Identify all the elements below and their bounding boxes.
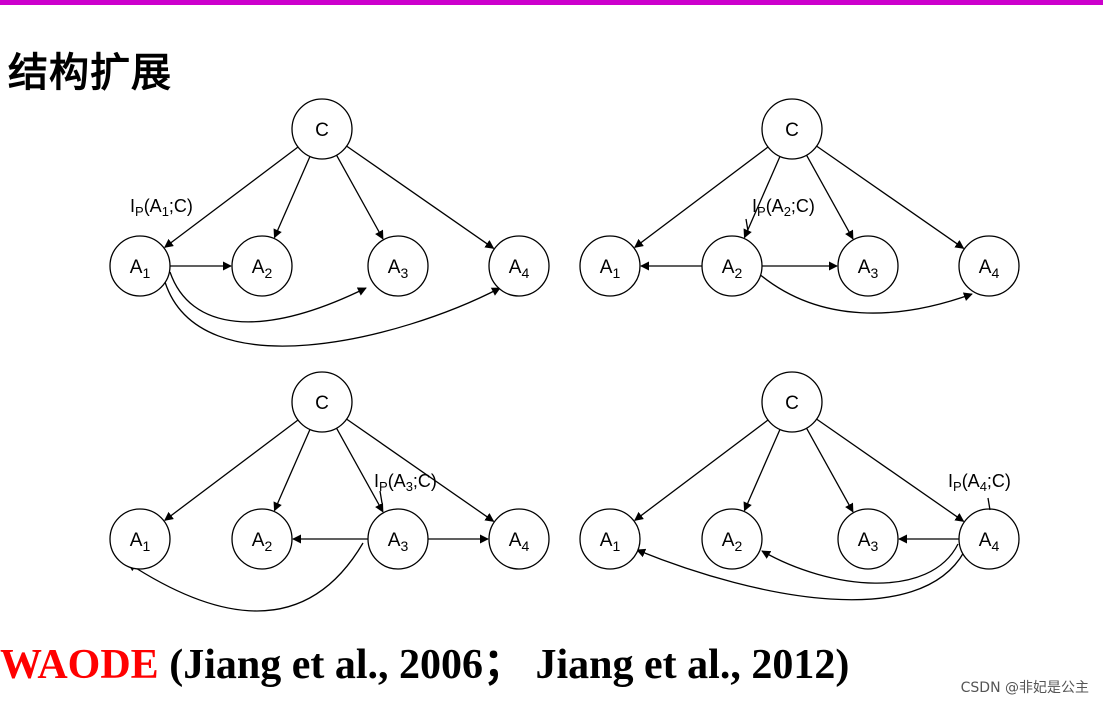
edge-a2-to-a4 [757,272,973,314]
node-label-c: C [785,120,799,141]
node-label-a3: A3 [858,257,879,281]
diagram-1: C A1 A2 A3 A4 IP(A1;C) [109,98,550,347]
slide-title: 结构扩展 [8,50,172,96]
node-a4: A4 [958,235,1020,297]
node-a4: A4 [488,508,550,570]
node-a1: A1 [579,235,641,297]
node-a3: A3 [367,508,429,570]
node-label-a3: A3 [388,257,409,281]
edge-c-to-a1 [164,419,299,521]
diagram-3: C A1 A2 A3 A4 IP(A3;C) [109,371,550,612]
edge-a3-to-a1 [127,542,364,612]
node-a2: A2 [231,508,293,570]
edge-c-to-a4 [816,418,965,522]
node-label-a2: A2 [722,257,743,281]
edge-c-to-a4 [346,145,495,249]
node-label-a4: A4 [509,530,530,554]
label-pointer-2 [745,218,749,232]
diagram-2: C A1 A2 A3 A4 IP(A2;C) [579,98,1020,314]
edge-c-to-a4 [346,418,495,522]
citation-refs: (Jiang et al., 2006； Jiang et al., 2012) [158,642,850,688]
label-pointer-4 [987,497,991,511]
node-label-a4: A4 [509,257,530,281]
node-c: C [291,371,353,433]
node-c: C [291,98,353,160]
edge-c-to-a2 [743,156,781,239]
node-label-a3: A3 [388,530,409,554]
mutual-info-label-4: IP(A4;C) [948,471,1011,494]
edge-a4-to-a1 [636,548,965,601]
edge-c-to-a2 [743,429,781,512]
node-label-a3: A3 [858,530,879,554]
node-label-a1: A1 [130,257,151,281]
method-name: WAODE [0,642,159,688]
edge-c-to-a4 [816,145,965,249]
edge-c-to-a1 [634,419,769,521]
node-label-a2: A2 [252,530,273,554]
mutual-info-label-3: IP(A3;C) [374,471,437,494]
node-a3: A3 [837,235,899,297]
edge-c-to-a1 [634,146,769,248]
node-a2: A2 [231,235,293,297]
node-a3: A3 [367,235,429,297]
node-label-c: C [315,120,329,141]
edge-a1-to-a3 [169,271,367,323]
node-a2: A2 [701,508,763,570]
node-a4: A4 [958,508,1020,570]
node-a1: A1 [109,508,171,570]
csdn-watermark: CSDN @非妃是公主 [960,680,1089,696]
node-a3: A3 [837,508,899,570]
mutual-info-label-2: IP(A2;C) [752,196,815,219]
node-a4: A4 [488,235,550,297]
node-label-a2: A2 [252,257,273,281]
edge-c-to-a3 [805,154,854,240]
node-label-c: C [315,393,329,414]
node-label-a4: A4 [979,530,1000,554]
edge-c-to-a3 [335,427,384,513]
node-label-a4: A4 [979,257,1000,281]
node-label-a1: A1 [130,530,151,554]
edge-c-to-a3 [335,154,384,240]
edge-c-to-a2 [273,156,311,239]
label-pointer-3 [379,490,383,504]
top-accent-bar [0,0,1103,5]
node-a2: A2 [701,235,763,297]
edge-c-to-a1 [164,146,299,248]
edge-c-to-a3 [805,427,854,513]
node-a1: A1 [109,235,171,297]
mutual-info-label-1: IP(A1;C) [130,196,193,219]
node-c: C [761,371,823,433]
node-label-c: C [785,393,799,414]
edge-a4-to-a2 [761,543,959,584]
citation: WAODE (Jiang et al., 2006； Jiang et al.,… [0,630,1103,691]
edge-a1-to-a4 [164,281,501,347]
node-a1: A1 [579,508,641,570]
node-label-a1: A1 [600,530,621,554]
node-c: C [761,98,823,160]
node-label-a2: A2 [722,530,743,554]
node-label-a1: A1 [600,257,621,281]
edge-c-to-a2 [273,429,311,512]
diagram-4: C A1 A2 A3 A4 IP(A4;C) [579,371,1020,601]
